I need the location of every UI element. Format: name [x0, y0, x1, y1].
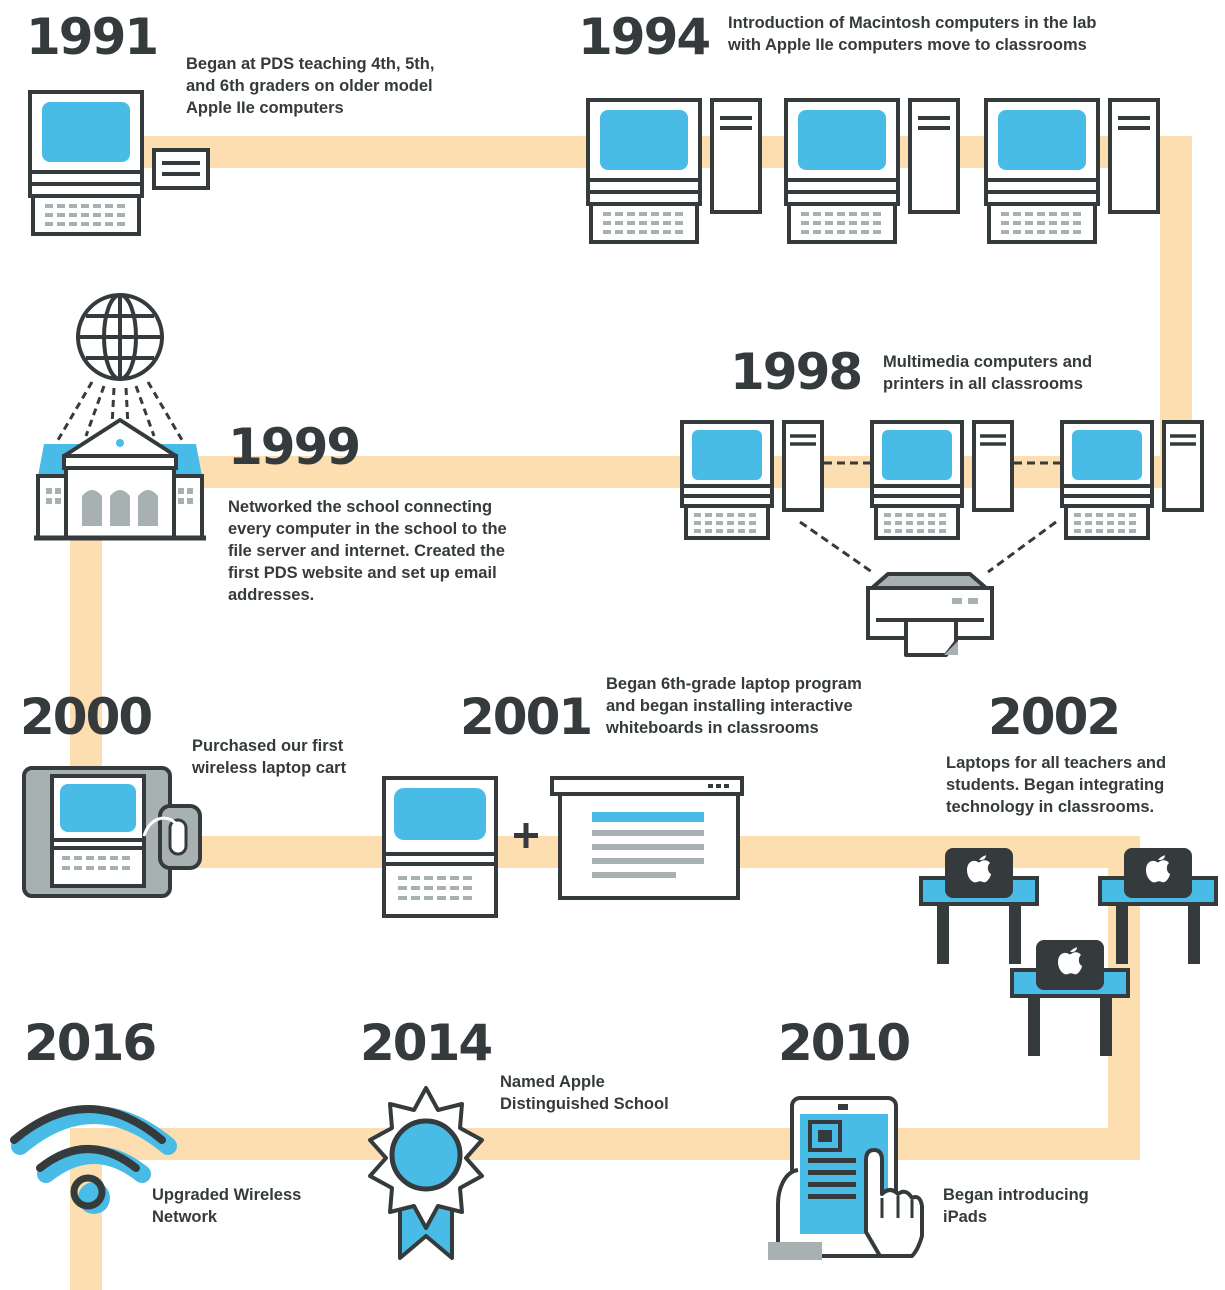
year-2014: 2014	[360, 1014, 493, 1072]
globe-icon	[76, 293, 164, 381]
year-2001: 2001	[460, 688, 593, 746]
year-1991: 1991	[26, 8, 159, 66]
milestone-text-1994: Introduction of Macintosh computers in t…	[728, 14, 1097, 54]
milestone-text-1999: Networked the school connecting every co…	[228, 498, 507, 604]
computer-icon	[680, 420, 1204, 574]
laptop-cart-icon	[22, 766, 202, 898]
milestone-text-1991: Began at PDS teaching 4th, 5th, and 6th …	[186, 55, 435, 117]
wifi-icon	[10, 1105, 177, 1214]
milestone-text-2002: Laptops for all teachers and students. B…	[946, 754, 1167, 816]
milestone-text-2010: Began introducing iPads	[943, 1186, 1089, 1226]
milestone-text-2016: Upgraded Wireless Network	[152, 1186, 302, 1226]
award-ribbon-icon	[368, 1086, 484, 1260]
plus-icon	[514, 823, 538, 848]
computer-icon	[588, 98, 1160, 242]
year-2016: 2016	[24, 1014, 157, 1072]
milestone-text-2001: Began 6th-grade laptop program and began…	[606, 675, 862, 737]
computer-icon	[30, 92, 210, 234]
tablet-icon	[768, 1096, 924, 1260]
desk-icon	[921, 848, 1216, 1056]
whiteboard-icon	[550, 776, 744, 900]
year-2010: 2010	[778, 1014, 911, 1072]
signal-beams	[56, 381, 184, 441]
milestone-text-1998: Multimedia computers and printers in all…	[883, 353, 1093, 393]
year-1994: 1994	[578, 8, 711, 66]
school-building-icon	[34, 418, 206, 541]
printer-icon	[866, 572, 994, 657]
year-2000: 2000	[20, 688, 153, 746]
year-2002: 2002	[988, 688, 1121, 746]
year-1999: 1999	[228, 418, 361, 476]
milestone-text-2000: Purchased our first wireless laptop cart	[192, 737, 347, 777]
computer-icon	[382, 776, 498, 918]
milestone-text-2014: Named Apple Distinguished School	[500, 1073, 669, 1113]
year-1998: 1998	[730, 343, 863, 401]
